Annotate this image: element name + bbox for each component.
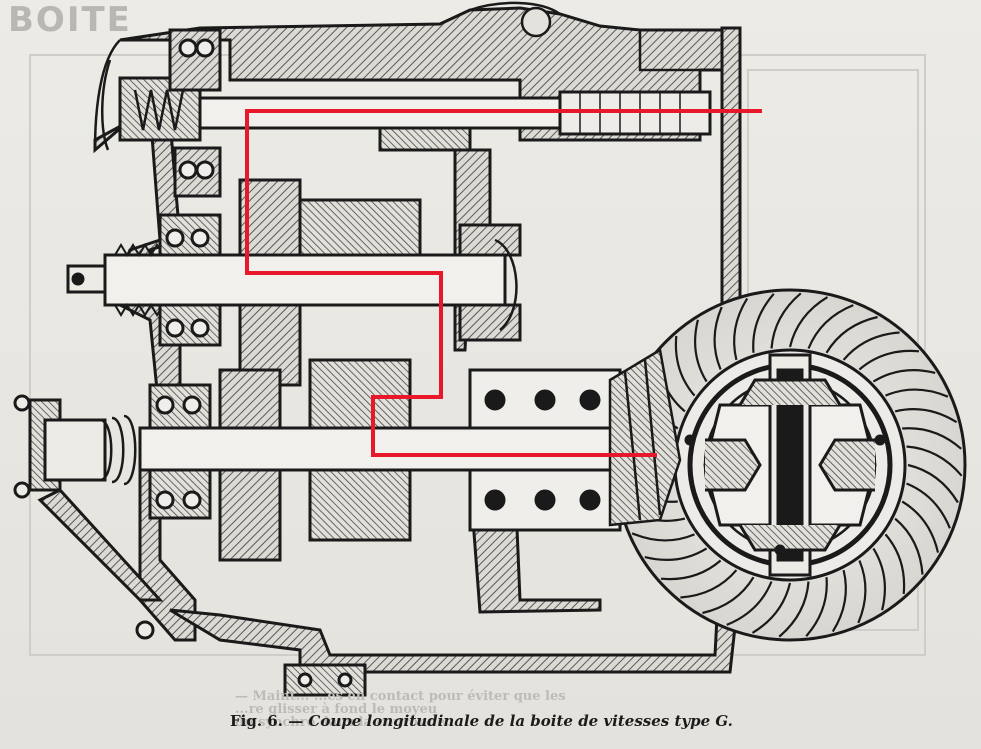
page-heading-fragment: BOITE xyxy=(8,0,132,40)
crown-tooth xyxy=(778,581,810,638)
crown-tooth xyxy=(807,304,854,349)
crown-tooth xyxy=(906,482,951,529)
pinion xyxy=(608,347,682,527)
crown-tooth xyxy=(831,569,847,633)
crown-tooth xyxy=(702,576,755,615)
crown-tooth xyxy=(907,463,959,504)
crown-tooth xyxy=(894,408,958,424)
crown-tooth xyxy=(885,388,949,398)
crown-tooth xyxy=(631,532,695,542)
figure-caption-text: — Coupe longitudinale de la boite de vit… xyxy=(288,712,733,730)
crown-tooth xyxy=(902,427,962,450)
crown-tooth xyxy=(872,368,936,383)
crown-tooth xyxy=(788,296,829,348)
crown-tooth xyxy=(842,331,900,361)
crown-tooth xyxy=(872,547,887,611)
output-shaft xyxy=(13,358,662,640)
bleed-line-3: du synchro dans la couronne. xyxy=(235,715,450,730)
crown-tooth xyxy=(693,319,708,383)
crown-tooth xyxy=(901,500,940,553)
crown-tooth xyxy=(733,297,749,361)
crown-tooth xyxy=(858,349,920,371)
crown-tooth xyxy=(644,547,708,562)
bleed-through-text: — Maint... ...es en contact pour éviter … xyxy=(235,690,795,729)
crown-tooth xyxy=(857,560,867,624)
crown-tooth xyxy=(726,581,773,626)
figure-caption: Fig. 6. — Coupe longitudinale de la boit… xyxy=(230,712,870,730)
crown-tooth xyxy=(894,517,924,575)
crown-tooth xyxy=(674,335,696,397)
intermediate-shaft xyxy=(66,178,522,387)
bleed-line-2: ...re glisser à fond le moyeu xyxy=(235,702,438,717)
drain-plug xyxy=(283,663,367,697)
bleed-line-1: — Maint... ...es en contact pour éviter … xyxy=(235,689,566,704)
clutch-spring-housing xyxy=(118,28,222,198)
crown-tooth xyxy=(751,582,792,634)
top-housing-details xyxy=(93,1,700,151)
crown-tooth xyxy=(805,577,828,637)
crown-tooth xyxy=(660,559,722,581)
crown-tooth xyxy=(906,445,963,477)
differential xyxy=(684,353,886,577)
crown-tooth xyxy=(770,292,802,349)
figure-number: Fig. 6. xyxy=(230,712,283,730)
crown-tooth xyxy=(713,306,723,370)
crown-tooth xyxy=(680,569,738,599)
crown-tooth xyxy=(825,315,878,354)
crown-tooth xyxy=(752,293,775,353)
crown-tooth xyxy=(884,533,906,595)
power-flow-path xyxy=(245,109,762,457)
